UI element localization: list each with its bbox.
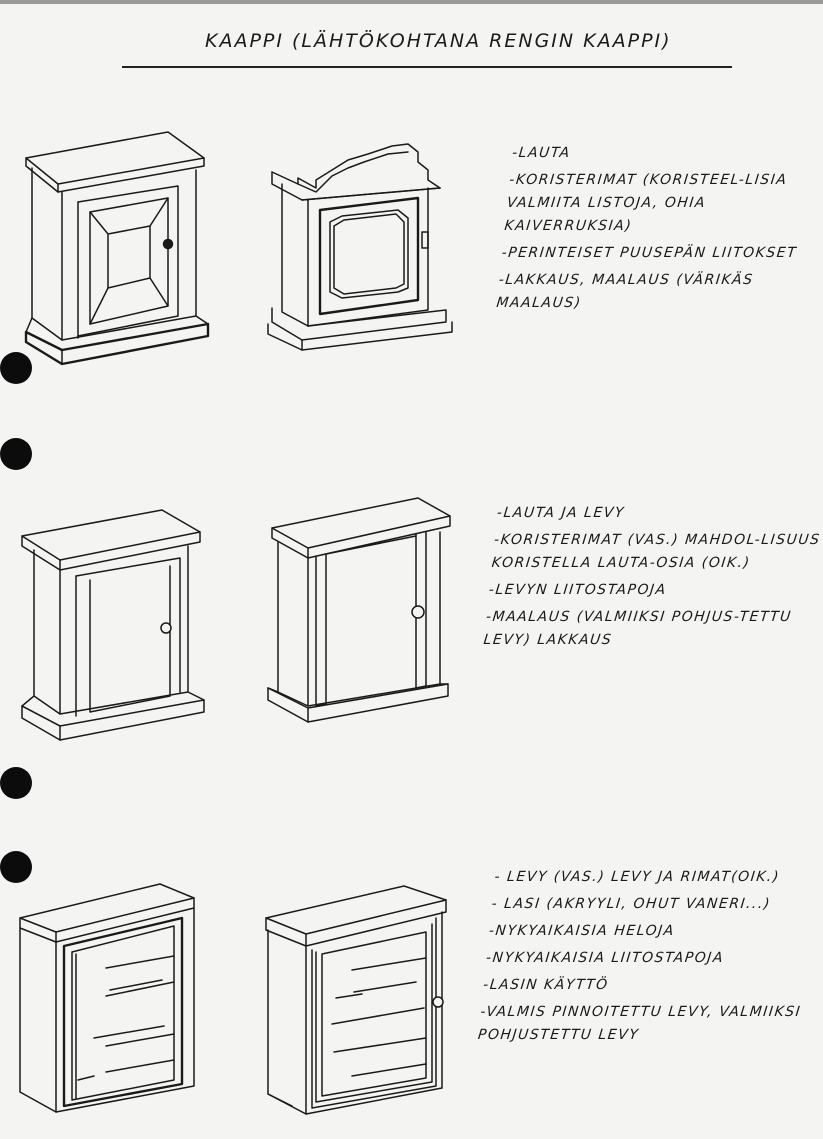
binder-hole xyxy=(0,851,32,883)
title-underline xyxy=(122,66,732,68)
cabinet-sketch-glass-left xyxy=(19,883,195,1113)
note-item: - LEVY (VAS.) LEVY JA RIMAT(OIK.) xyxy=(493,869,781,885)
binder-hole xyxy=(0,438,32,470)
page-title: KAAPPI (LÄHTÖKOHTANA RENGIN KAAPPI) xyxy=(205,30,672,52)
note-item: -LEVYN LIITOSTAPOJA xyxy=(488,582,668,598)
note-item: -NYKYAIKAISIA HELOJA xyxy=(488,923,676,939)
cabinet-sketch-board-right xyxy=(267,497,451,723)
scan-top-edge xyxy=(0,0,823,4)
cabinet-sketch-traditional-right xyxy=(267,143,453,351)
note-item: - LASI (AKRYYLI, OHUT VANERI...) xyxy=(490,896,772,912)
note-item: -NYKYAIKAISIA LIITOSTAPOJA xyxy=(485,950,725,966)
note-item: -MAALAUS (VALMIIKSI POHJUS-TETTU LEVY) L… xyxy=(482,609,793,648)
binder-hole xyxy=(0,352,32,384)
binder-hole xyxy=(0,767,32,799)
notes-list-traditional: -LAUTA -KORISTERIMAT (KORISTEEL-LISIA VA… xyxy=(495,142,823,319)
note-item: -LAKKAUS, MAALAUS (VÄRIKÄS MAALAUS) xyxy=(495,272,755,311)
note-item: -PERINTEISET PUUSEPÄN LIITOKSET xyxy=(500,245,798,261)
note-item: -LAUTA xyxy=(511,145,572,161)
cabinet-sketch-board-left xyxy=(21,509,205,741)
cabinet-sketch-glass-right xyxy=(265,885,447,1115)
notes-list-board: -LAUTA JA LEVY -KORISTERIMAT (VAS.) MAHD… xyxy=(482,502,823,656)
cabinet-sketch-traditional-left xyxy=(24,131,210,366)
note-item: -KORISTERIMAT (KORISTEEL-LISIA VALMIITA … xyxy=(503,172,789,234)
note-item: -KORISTERIMAT (VAS.) MAHDOL-LISUUS KORIS… xyxy=(490,532,822,571)
note-item: -LASIN KÄYTTÖ xyxy=(482,977,610,993)
note-item: -VALMIS PINNOITETTU LEVY, VALMIIKSI POHJ… xyxy=(477,1004,803,1043)
notes-list-modern: - LEVY (VAS.) LEVY JA RIMAT(OIK.) - LASI… xyxy=(476,866,823,1051)
note-item: -LAUTA JA LEVY xyxy=(496,505,626,521)
